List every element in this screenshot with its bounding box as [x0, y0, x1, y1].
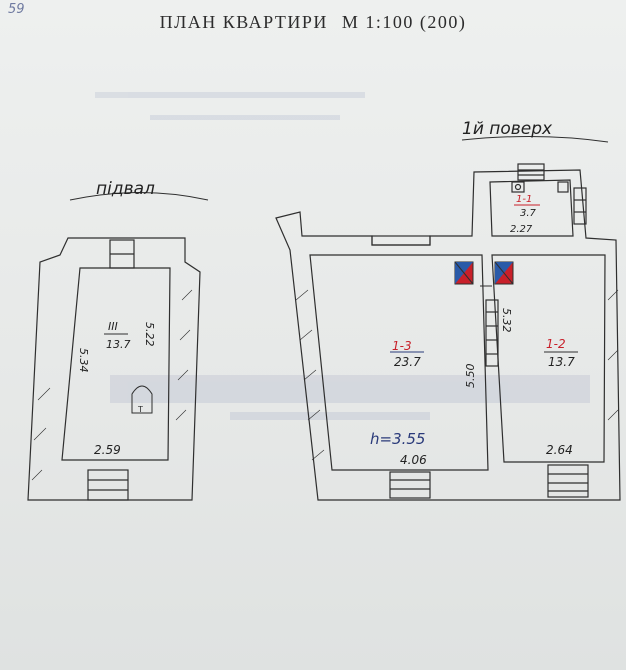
page-number: 59 — [8, 2, 25, 17]
room-1-2-width: 2.64 — [546, 443, 573, 457]
room-1-3-side: 5.50 — [464, 364, 477, 389]
basement-side-right: 5.22 — [143, 322, 156, 347]
room-1-3-height: h=3.55 — [370, 430, 425, 448]
basement-bottom-dimension: 2.59 — [94, 443, 121, 457]
room-1-3-width: 4.06 — [400, 453, 427, 467]
title-main: ПЛАН КВАРТИРИ — [159, 12, 328, 32]
room-1-2-side: 5.32 — [500, 308, 513, 333]
room-1-2-id: 1-2 — [546, 337, 566, 351]
room-1-2-area: 13.7 — [548, 355, 575, 369]
ghost-print — [95, 92, 590, 420]
room-1-3-id: 1-3 — [392, 339, 412, 353]
floor-label-underline — [461, 135, 609, 143]
basement-room-id: III — [108, 320, 118, 333]
svg-text:T: T — [137, 405, 143, 414]
basement-label: підвал — [96, 179, 155, 199]
stove-icon-room-1-2 — [494, 261, 514, 285]
basement-side-left: 5.34 — [77, 348, 90, 373]
room-1-1-id: 1-1 — [516, 194, 532, 205]
stove-icon-room-1-3 — [454, 261, 474, 285]
room-1-3-area: 23.7 — [394, 355, 421, 369]
title-scale: М 1:100 (200) — [341, 12, 467, 32]
room-1-1-width: 2.27 — [510, 224, 533, 235]
page-title: ПЛАН КВАРТИРИ М 1:100 (200) — [0, 12, 626, 33]
basement-room-area: 13.7 — [106, 338, 131, 351]
first-floor-plan — [275, 163, 621, 501]
room-1-1-area: 3.7 — [520, 208, 537, 219]
basement-label-underline — [69, 192, 209, 201]
basement-plan: T — [27, 237, 201, 501]
first-floor-label: 1й поверх — [462, 119, 553, 139]
